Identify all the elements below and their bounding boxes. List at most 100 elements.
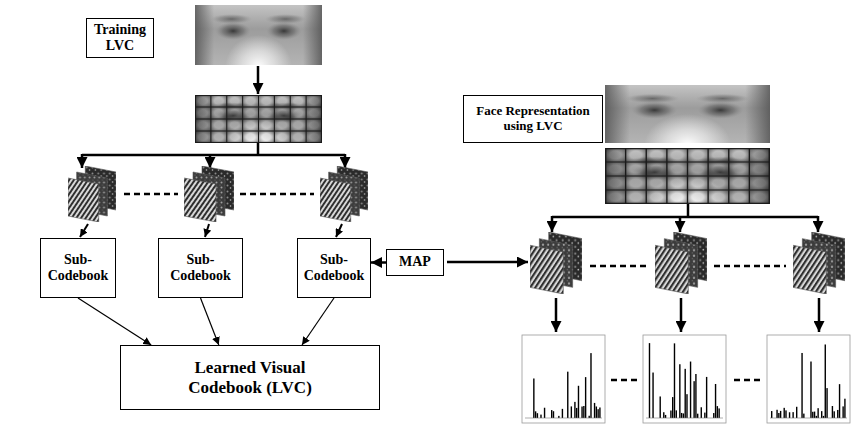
histogram-bar xyxy=(660,396,661,418)
histogram-bar xyxy=(812,412,813,418)
histogram-bar xyxy=(581,407,582,418)
histogram-bar xyxy=(814,412,815,418)
connector-arrow xyxy=(371,261,386,264)
histogram-bar xyxy=(697,414,698,418)
histogram-bar xyxy=(693,381,694,418)
histogram-bar xyxy=(594,403,595,418)
histogram-bar xyxy=(672,397,673,418)
connector-arrow xyxy=(78,298,151,345)
histogram-bar xyxy=(837,410,838,418)
histogram-bar xyxy=(826,388,827,418)
histogram-bar xyxy=(844,399,845,418)
histogram-bar xyxy=(834,411,835,418)
histogram-bar xyxy=(596,406,597,418)
flow-arrow xyxy=(80,224,342,237)
histogram-bar xyxy=(540,415,541,418)
histogram-bar xyxy=(533,378,534,418)
histogram-bar xyxy=(715,384,716,418)
grid-face-image xyxy=(195,95,322,170)
face-image xyxy=(195,5,322,99)
histogram-bar xyxy=(821,411,822,418)
histogram-bar xyxy=(574,402,575,418)
histogram-bar xyxy=(695,374,696,418)
histogram-bar xyxy=(817,408,818,418)
dashed-ellipsis xyxy=(124,193,314,196)
histogram-bar xyxy=(679,364,680,418)
histogram-bar xyxy=(704,413,705,418)
histogram-bar xyxy=(796,407,797,418)
histogram-bar xyxy=(792,412,793,418)
feature-stack xyxy=(530,232,582,294)
codebook-box: Sub-Codebook xyxy=(40,238,116,298)
histogram-bar xyxy=(683,413,684,418)
histogram-bar xyxy=(597,409,598,418)
histogram-bar xyxy=(685,369,686,418)
grid-face-image xyxy=(605,148,770,236)
feature-stack xyxy=(320,166,368,222)
histogram-bar xyxy=(562,409,563,418)
box-label: Training LVC xyxy=(91,22,149,54)
histogram-bar xyxy=(780,411,781,418)
histogram-bar xyxy=(713,413,714,418)
histogram-bar xyxy=(652,373,653,418)
map-arrow xyxy=(447,261,528,264)
connector-arrow xyxy=(201,298,219,345)
box-label: Sub-Codebook xyxy=(302,252,366,284)
histogram-bar xyxy=(665,415,666,418)
histogram-bar xyxy=(681,413,682,418)
histogram-frame xyxy=(767,335,850,423)
histogram-bar xyxy=(567,372,568,418)
histogram-bar xyxy=(825,344,826,418)
histogram-bar xyxy=(599,407,600,418)
histogram-bar xyxy=(803,414,804,418)
label-box: Face Representation using LVC xyxy=(463,95,603,143)
histogram-bar xyxy=(583,406,584,418)
histogram-bar xyxy=(676,410,677,418)
histogram-bar xyxy=(589,416,590,418)
codebook-box: Sub-Codebook xyxy=(297,238,371,298)
histogram-bar xyxy=(690,362,691,418)
box-label: Face Representation using LVC xyxy=(468,104,598,134)
histogram-bar xyxy=(663,412,664,418)
histogram-bar xyxy=(686,394,687,418)
histogram-bar xyxy=(832,406,833,418)
histograms xyxy=(522,335,850,423)
histogram-bar xyxy=(823,416,824,418)
box-label: Sub-Codebook xyxy=(45,252,111,284)
histogram-bar xyxy=(701,407,702,418)
codebook-box: Sub-Codebook xyxy=(158,238,243,298)
histogram-bar xyxy=(558,416,559,418)
histogram-frame xyxy=(643,335,726,423)
box-label: Learned Visual Codebook (LVC) xyxy=(170,358,330,397)
histogram-bar xyxy=(535,411,536,418)
flow-arrow xyxy=(257,66,260,94)
label-box: Training LVC xyxy=(86,18,154,58)
box-label: Sub-Codebook xyxy=(163,252,238,284)
histogram-bar xyxy=(784,408,785,418)
map-box: MAP xyxy=(386,249,444,276)
histogram-bar xyxy=(718,408,719,418)
feature-stack xyxy=(184,166,234,222)
histogram-bar xyxy=(776,410,777,418)
histogram-bar xyxy=(553,411,554,418)
flow-arrow xyxy=(556,298,819,332)
histogram-bar xyxy=(816,416,817,418)
histogram-axis xyxy=(770,418,847,419)
histogram-bar xyxy=(544,408,545,418)
histogram-axis xyxy=(646,418,723,419)
connector-arrow xyxy=(302,298,334,345)
histogram-bar xyxy=(717,406,718,418)
histogram-frame xyxy=(522,335,605,423)
split-arrows xyxy=(552,204,818,232)
histogram-bar xyxy=(785,410,786,418)
histogram-bar xyxy=(537,413,538,418)
feature-stack xyxy=(655,232,707,294)
histogram-bar xyxy=(771,411,772,418)
histogram-axis xyxy=(525,418,602,419)
histogram-bar xyxy=(842,406,843,418)
split-arrows xyxy=(82,143,345,168)
box-label: MAP xyxy=(399,254,431,270)
histogram-bar xyxy=(585,377,586,418)
histogram-bar xyxy=(670,410,671,418)
